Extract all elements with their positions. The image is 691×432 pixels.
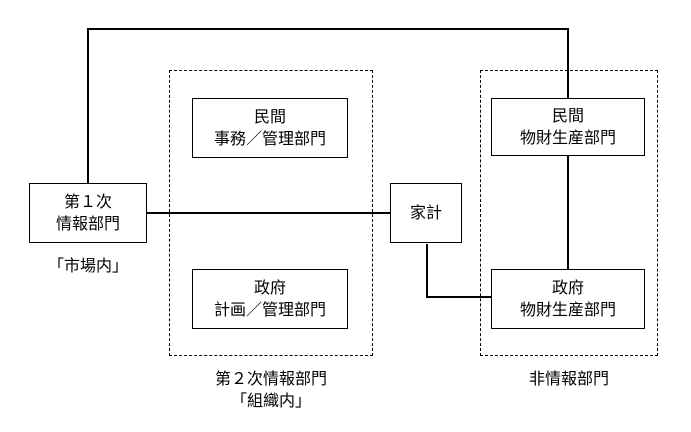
private-admin-line1: 民間 — [253, 107, 286, 126]
primary-info-line2: 情報部門 — [55, 214, 120, 233]
in-organization-caption: 「組織内」 — [230, 391, 311, 410]
gov-goods-line2: 物財生産部門 — [519, 300, 616, 319]
gov-plan-line1: 政府 — [253, 278, 286, 297]
gov-plan-line2: 計画／管理部門 — [213, 300, 326, 319]
private-goods-line2: 物財生産部門 — [519, 128, 616, 147]
market-caption: 「市場内」 — [47, 256, 128, 275]
secondary-info-group — [169, 70, 373, 356]
gov-goods-box: 政府 物財生産部門 — [491, 269, 645, 329]
non-info-caption: 非情報部門 — [528, 369, 609, 388]
connector-primary-to-private-goods — [87, 28, 569, 183]
private-admin-box: 民間 事務／管理部門 — [192, 98, 348, 158]
secondary-info-caption: 第２次情報部門 — [214, 369, 327, 388]
primary-info-box: 第１次 情報部門 — [29, 183, 147, 243]
private-goods-line1: 民間 — [551, 106, 584, 125]
private-goods-box: 民間 物財生産部門 — [491, 98, 645, 156]
gov-goods-line1: 政府 — [551, 278, 584, 297]
connector-household-to-gov-goods — [426, 244, 491, 298]
private-admin-line2: 事務／管理部門 — [213, 129, 326, 148]
household-label: 家計 — [409, 203, 442, 222]
gov-plan-box: 政府 計画／管理部門 — [192, 269, 348, 329]
primary-info-line1: 第１次 — [63, 192, 112, 211]
non-info-group — [480, 70, 658, 356]
household-box: 家計 — [390, 183, 462, 243]
